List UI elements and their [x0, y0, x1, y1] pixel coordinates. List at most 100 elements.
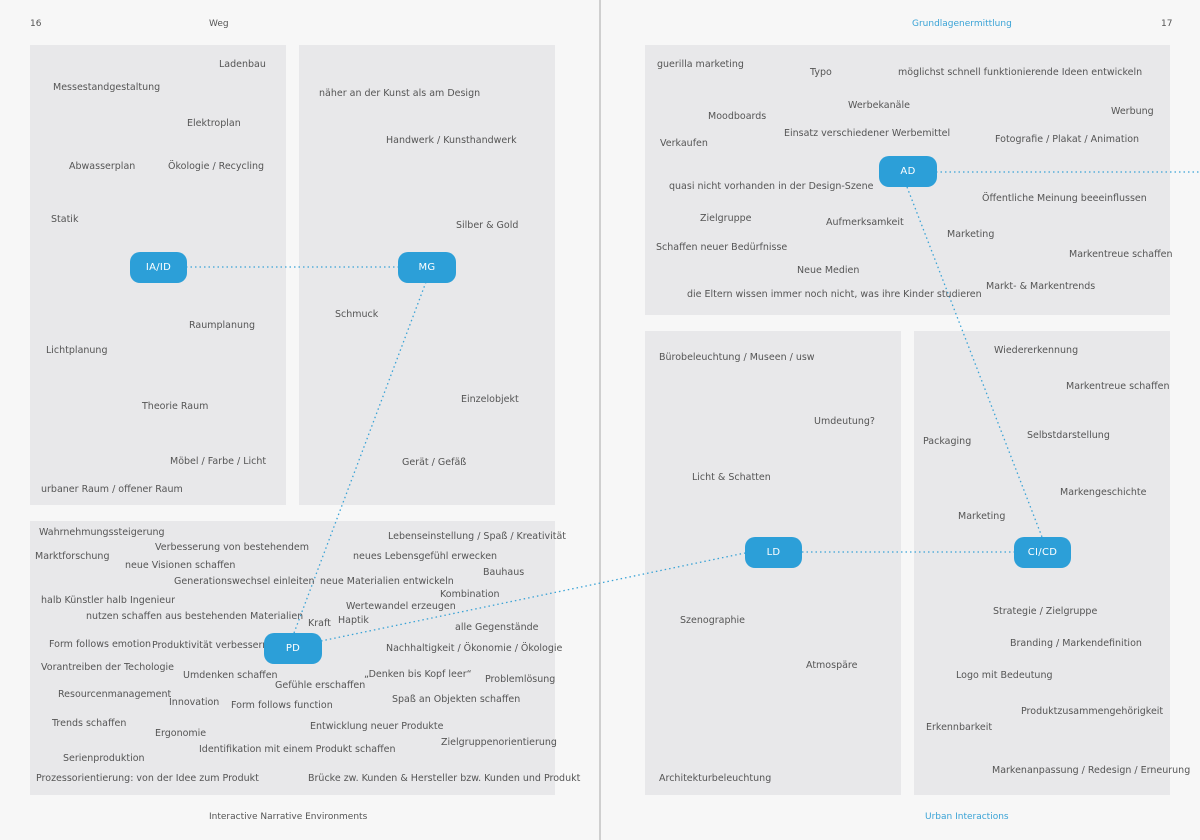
keyword: Vorantreiben der Techologie — [41, 662, 174, 673]
page-number-right: 17 — [1161, 19, 1173, 29]
keyword: Brücke zw. Kunden & Hersteller bzw. Kund… — [308, 773, 581, 784]
footer-right: Urban Interactions — [925, 812, 1009, 822]
keyword: quasi nicht vorhanden in der Design-Szen… — [669, 181, 874, 192]
keyword: neues Lebensgefühl erwecken — [353, 551, 498, 562]
keyword: Zielgruppenorientierung — [441, 737, 557, 748]
keyword: Entwicklung neuer Produkte — [310, 721, 444, 732]
keyword: Lebenseinstellung / Spaß / Kreativität — [388, 531, 567, 542]
node-cicd: CI/CD — [1014, 537, 1071, 568]
keyword: Prozessorientierung: von der Idee zum Pr… — [36, 773, 259, 784]
page-number-left: 16 — [30, 19, 42, 29]
keyword: Wiedererkennung — [994, 345, 1079, 356]
keyword: Abwasserplan — [69, 161, 136, 172]
node-pd: PD — [264, 633, 322, 664]
footer-left: Interactive Narrative Environments — [209, 812, 368, 822]
keyword: Fotografie / Plakat / Animation — [995, 134, 1140, 145]
keyword: Ergonomie — [155, 728, 207, 739]
keyword: Identifikation mit einem Produkt schaffe… — [199, 744, 396, 755]
keyword: Packaging — [923, 436, 972, 447]
keyword: Erkennbarkeit — [926, 722, 993, 733]
keyword: Statik — [51, 214, 79, 225]
keyword: Öffentliche Meinung beeeinflussen — [982, 193, 1147, 204]
keyword: Markenanpassung / Redesign / Erneurung — [992, 765, 1191, 776]
keyword: Moodboards — [708, 111, 767, 122]
keyword: näher an der Kunst als am Design — [319, 88, 481, 99]
keyword: Nachhaltigkeit / Ökonomie / Ökologie — [386, 643, 563, 654]
keyword: Strategie / Zielgruppe — [993, 606, 1098, 617]
node-ad: AD — [879, 156, 937, 187]
keyword: Branding / Markendefinition — [1010, 638, 1142, 649]
keyword: Licht & Schatten — [692, 472, 771, 483]
keyword: die Eltern wissen immer noch nicht, was … — [687, 289, 982, 300]
keyword: Typo — [810, 67, 832, 78]
keyword: Resourcenmanagement — [58, 689, 172, 700]
keyword: Umdeutung? — [814, 416, 875, 427]
keyword: Verbesserung von bestehendem — [155, 542, 310, 553]
keyword: Raumplanung — [189, 320, 256, 331]
keyword: Markentreue schaffen — [1069, 249, 1173, 260]
keyword: Selbstdarstellung — [1027, 430, 1110, 441]
keyword: Kombination — [440, 589, 500, 600]
keyword: Atmospäre — [806, 660, 858, 671]
running-title-left: Weg — [209, 19, 229, 29]
keyword: Form follows emotion — [49, 639, 152, 650]
keyword: Markengeschichte — [1060, 487, 1147, 498]
keyword: Ökologie / Recycling — [168, 161, 265, 172]
keyword: Form follows function — [231, 700, 333, 711]
node-mg: MG — [398, 252, 456, 283]
keyword: Bürobeleuchtung / Museen / usw — [659, 352, 815, 363]
keyword: Einsatz verschiedener Werbemittel — [784, 128, 951, 139]
keyword: Wahrnehmungssteigerung — [39, 527, 165, 538]
keyword: Bauhaus — [483, 567, 525, 578]
keyword: nutzen schaffen aus bestehenden Material… — [86, 611, 304, 622]
keyword: Zielgruppe — [700, 213, 752, 224]
keyword: halb Künstler halb Ingenieur — [41, 595, 176, 606]
keyword: guerilla marketing — [657, 59, 744, 70]
keyword: Innovation — [169, 697, 220, 708]
node-iaid: IA/ID — [130, 252, 187, 283]
keyword: Problemlösung — [485, 674, 556, 685]
keyword: Schaffen neuer Bedürfnisse — [656, 242, 788, 253]
keyword: Produktzusammengehörigkeit — [1021, 706, 1164, 717]
keyword: Markentreue schaffen — [1066, 381, 1170, 392]
keyword: neue Materialien entwickeln — [320, 576, 454, 587]
keyword: Markt- & Markentrends — [986, 281, 1096, 292]
keyword: urbaner Raum / offener Raum — [41, 484, 183, 495]
keyword: Marktforschung — [35, 551, 110, 562]
keyword: Gefühle erschaffen — [275, 680, 366, 691]
keyword: Logo mit Bedeutung — [956, 670, 1053, 681]
keyword: Produktivität verbessern — [152, 640, 269, 651]
keyword: Haptik — [338, 615, 369, 626]
running-title-right: Grundlagenermittlung — [912, 19, 1012, 29]
keyword: Elektroplan — [187, 118, 241, 129]
keyword: möglichst schnell funktionierende Ideen … — [898, 67, 1143, 78]
keyword: Handwerk / Kunsthandwerk — [386, 135, 517, 146]
keyword: Aufmerksamkeit — [826, 217, 904, 228]
keyword: Möbel / Farbe / Licht — [170, 456, 267, 467]
keyword: Marketing — [947, 229, 995, 240]
keyword: neue Visionen schaffen — [125, 560, 236, 571]
keyword: Lichtplanung — [46, 345, 108, 356]
keyword: Szenographie — [680, 615, 745, 626]
keyword: Generationswechsel einleiten — [174, 576, 315, 587]
book-spine — [599, 0, 601, 840]
keyword: Theorie Raum — [142, 401, 209, 412]
keyword: Marketing — [958, 511, 1006, 522]
keyword: alle Gegenstände — [455, 622, 539, 633]
keyword: Werbung — [1111, 106, 1154, 117]
keyword: Trends schaffen — [52, 718, 127, 729]
keyword: Gerät / Gefäß — [402, 457, 467, 468]
keyword: Serienproduktion — [63, 753, 145, 764]
keyword: Schmuck — [335, 309, 379, 320]
keyword: Architekturbeleuchtung — [659, 773, 772, 784]
keyword: Kraft — [308, 618, 331, 629]
keyword: Verkaufen — [660, 138, 708, 149]
keyword: Silber & Gold — [456, 220, 519, 231]
keyword: Umdenken schaffen — [183, 670, 278, 681]
keyword: Ladenbau — [219, 59, 266, 70]
keyword: Einzelobjekt — [461, 394, 519, 405]
node-ld: LD — [745, 537, 802, 568]
keyword: Messestandgestaltung — [53, 82, 161, 93]
keyword: Wertewandel erzeugen — [346, 601, 456, 612]
keyword: Spaß an Objekten schaffen — [392, 694, 521, 705]
